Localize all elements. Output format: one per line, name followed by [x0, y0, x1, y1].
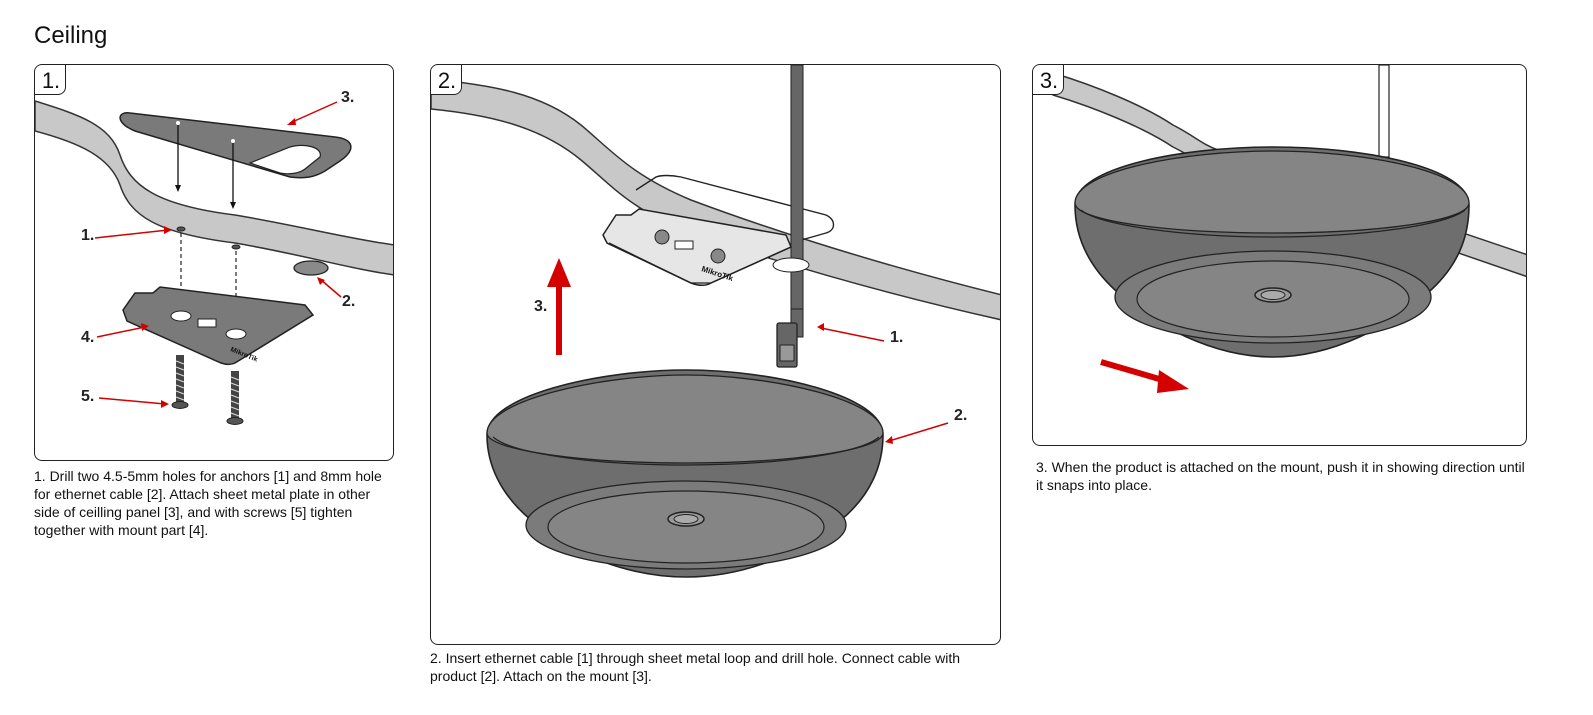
- step-3-caption: 3. When the product is attached on the m…: [1036, 459, 1525, 493]
- ceiling-panel: [431, 78, 1000, 321]
- page-title: Ceiling: [34, 22, 108, 49]
- step-2-illustration: MikroTik: [431, 65, 1000, 578]
- ceiling-panel: [35, 100, 393, 276]
- mount-part: [602, 208, 792, 286]
- callout-label: 3.: [534, 298, 548, 315]
- sheet-metal-plate: [119, 112, 352, 179]
- callout-label: 1.: [81, 227, 95, 244]
- callout-label: 1.: [890, 329, 904, 346]
- anchor-hole: [231, 244, 241, 250]
- cable-hole: [772, 257, 810, 273]
- screw: [226, 371, 244, 425]
- push-arrow: [556, 277, 562, 355]
- mount-part: [122, 286, 315, 366]
- plate-cutout: [248, 144, 321, 175]
- callout-label: 5.: [81, 388, 95, 405]
- device: [1074, 146, 1470, 358]
- callout-label: 2.: [342, 293, 356, 310]
- step-3-badge: 3.: [1033, 65, 1064, 95]
- step-1-illustration: MikroTik: [35, 100, 393, 425]
- step-1-caption: 1. Drill two 4.5-5mm holes for anchors […: [34, 468, 382, 538]
- step-3-illustration: [1052, 65, 1526, 393]
- ethernet-connector: [776, 322, 798, 368]
- callout-label: 4.: [81, 329, 95, 346]
- step-2-panel: MikroTik 2. 1. 2. 3.: [430, 64, 1001, 645]
- step-1-panel: MikroTik 1. 3. 1. 2. 4. 5.: [34, 64, 394, 461]
- cable-hole: [293, 260, 329, 276]
- ethernet-cable: [790, 65, 804, 318]
- callout-label: 2.: [954, 407, 968, 424]
- step-2-badge: 2.: [431, 65, 462, 95]
- callout-label: 3.: [341, 89, 355, 106]
- screw: [171, 355, 189, 409]
- step-1-badge: 1.: [35, 65, 66, 95]
- step-2-caption: 2. Insert ethernet cable [1] through she…: [430, 650, 960, 684]
- anchor-hole: [176, 226, 186, 232]
- step-3-panel: 3.: [1032, 64, 1527, 446]
- device: [486, 369, 884, 578]
